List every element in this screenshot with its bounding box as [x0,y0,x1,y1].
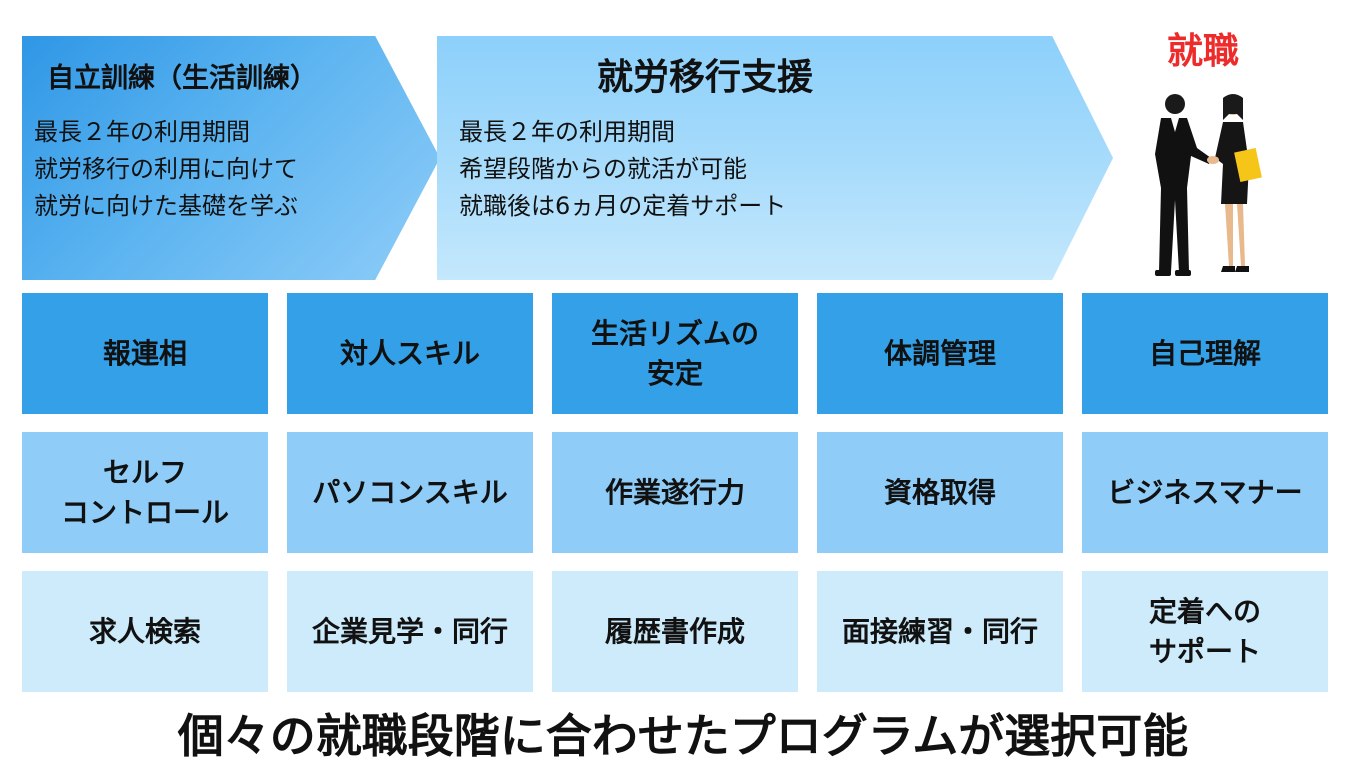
stage-arrow-employment-transition: 就労移行支援 最長２年の利用期間 希望段階からの就活が可能 就職後は6ヵ月の定着… [437,36,1113,280]
skill-label: 体調管理 [883,336,996,370]
skill-cell: 定着への サポート [1082,571,1328,692]
handshake-illustration [1155,94,1262,276]
stage-description-line: 就労に向けた基礎を学ぶ [34,192,298,220]
skill-cell: 作業遂行力 [552,432,798,553]
stage-description-line: 最長２年の利用期間 [34,118,250,146]
skill-cell: 企業見学・同行 [287,571,533,692]
skill-label: 自己理解 [1148,336,1261,370]
skill-label: パソコンスキル [312,475,508,509]
skill-label: ビジネスマナー [1107,475,1303,509]
skill-cell: 体調管理 [817,293,1063,414]
skill-label: 報連相 [102,336,187,370]
skill-cell: 報連相 [22,293,268,414]
stage-description: 最長２年の利用期間 希望段階からの就活が可能 就職後は6ヵ月の定着サポート [459,114,786,225]
stage-description-line: 希望段階からの就活が可能 [459,155,747,183]
stage-description-line: 就職後は6ヵ月の定着サポート [459,192,787,220]
skill-cell: セルフ コントロール [22,432,268,553]
skill-label: 資格取得 [883,475,996,509]
stage-title: 就労移行支援 [597,57,814,98]
stage-arrow-independence-training: 自立訓練（生活訓練） 最長２年の利用期間 就労移行の利用に向けて 就労に向けた基… [22,36,440,280]
businessman-figure [1155,94,1211,276]
skill-label: 求人検索 [88,614,201,648]
skill-label: 作業遂行力 [604,475,745,509]
skill-label: 対人スキル [339,336,480,370]
skill-label: 履歴書作成 [604,614,745,648]
stage-description-line: 最長２年の利用期間 [459,118,675,146]
skill-cell: 履歴書作成 [552,571,798,692]
skill-cell: 面接練習・同行 [817,571,1063,692]
skill-cell: 対人スキル [287,293,533,414]
skill-label: セルフ コントロール [60,455,229,529]
skill-label: 面接練習・同行 [841,614,1038,648]
skill-cell: 求人検索 [22,571,268,692]
skills-grid: 報連相 対人スキル 生活リズムの 安定 体調管理 自己理解 セルフ コントロール… [22,293,1328,692]
skill-cell: 自己理解 [1082,293,1328,414]
goal-label: 就職 [1166,31,1239,72]
skill-cell: ビジネスマナー [1082,432,1328,553]
stage-title: 自立訓練（生活訓練） [47,63,317,94]
footer-caption: 個々の就職段階に合わせたプログラムが選択可能 [177,709,1189,763]
businesswoman-figure [1215,94,1262,272]
skill-cell: 生活リズムの 安定 [552,293,798,414]
skill-label: 企業見学・同行 [311,614,508,648]
clasped-hands [1207,156,1219,164]
skill-cell: 資格取得 [817,432,1063,553]
skill-label: 定着への サポート [1148,594,1261,668]
skill-label: 生活リズムの 安定 [590,316,759,390]
stage-description: 最長２年の利用期間 就労移行の利用に向けて 就労に向けた基礎を学ぶ [34,114,298,225]
stage-description-line: 就労移行の利用に向けて [34,155,298,183]
skill-cell: パソコンスキル [287,432,533,553]
